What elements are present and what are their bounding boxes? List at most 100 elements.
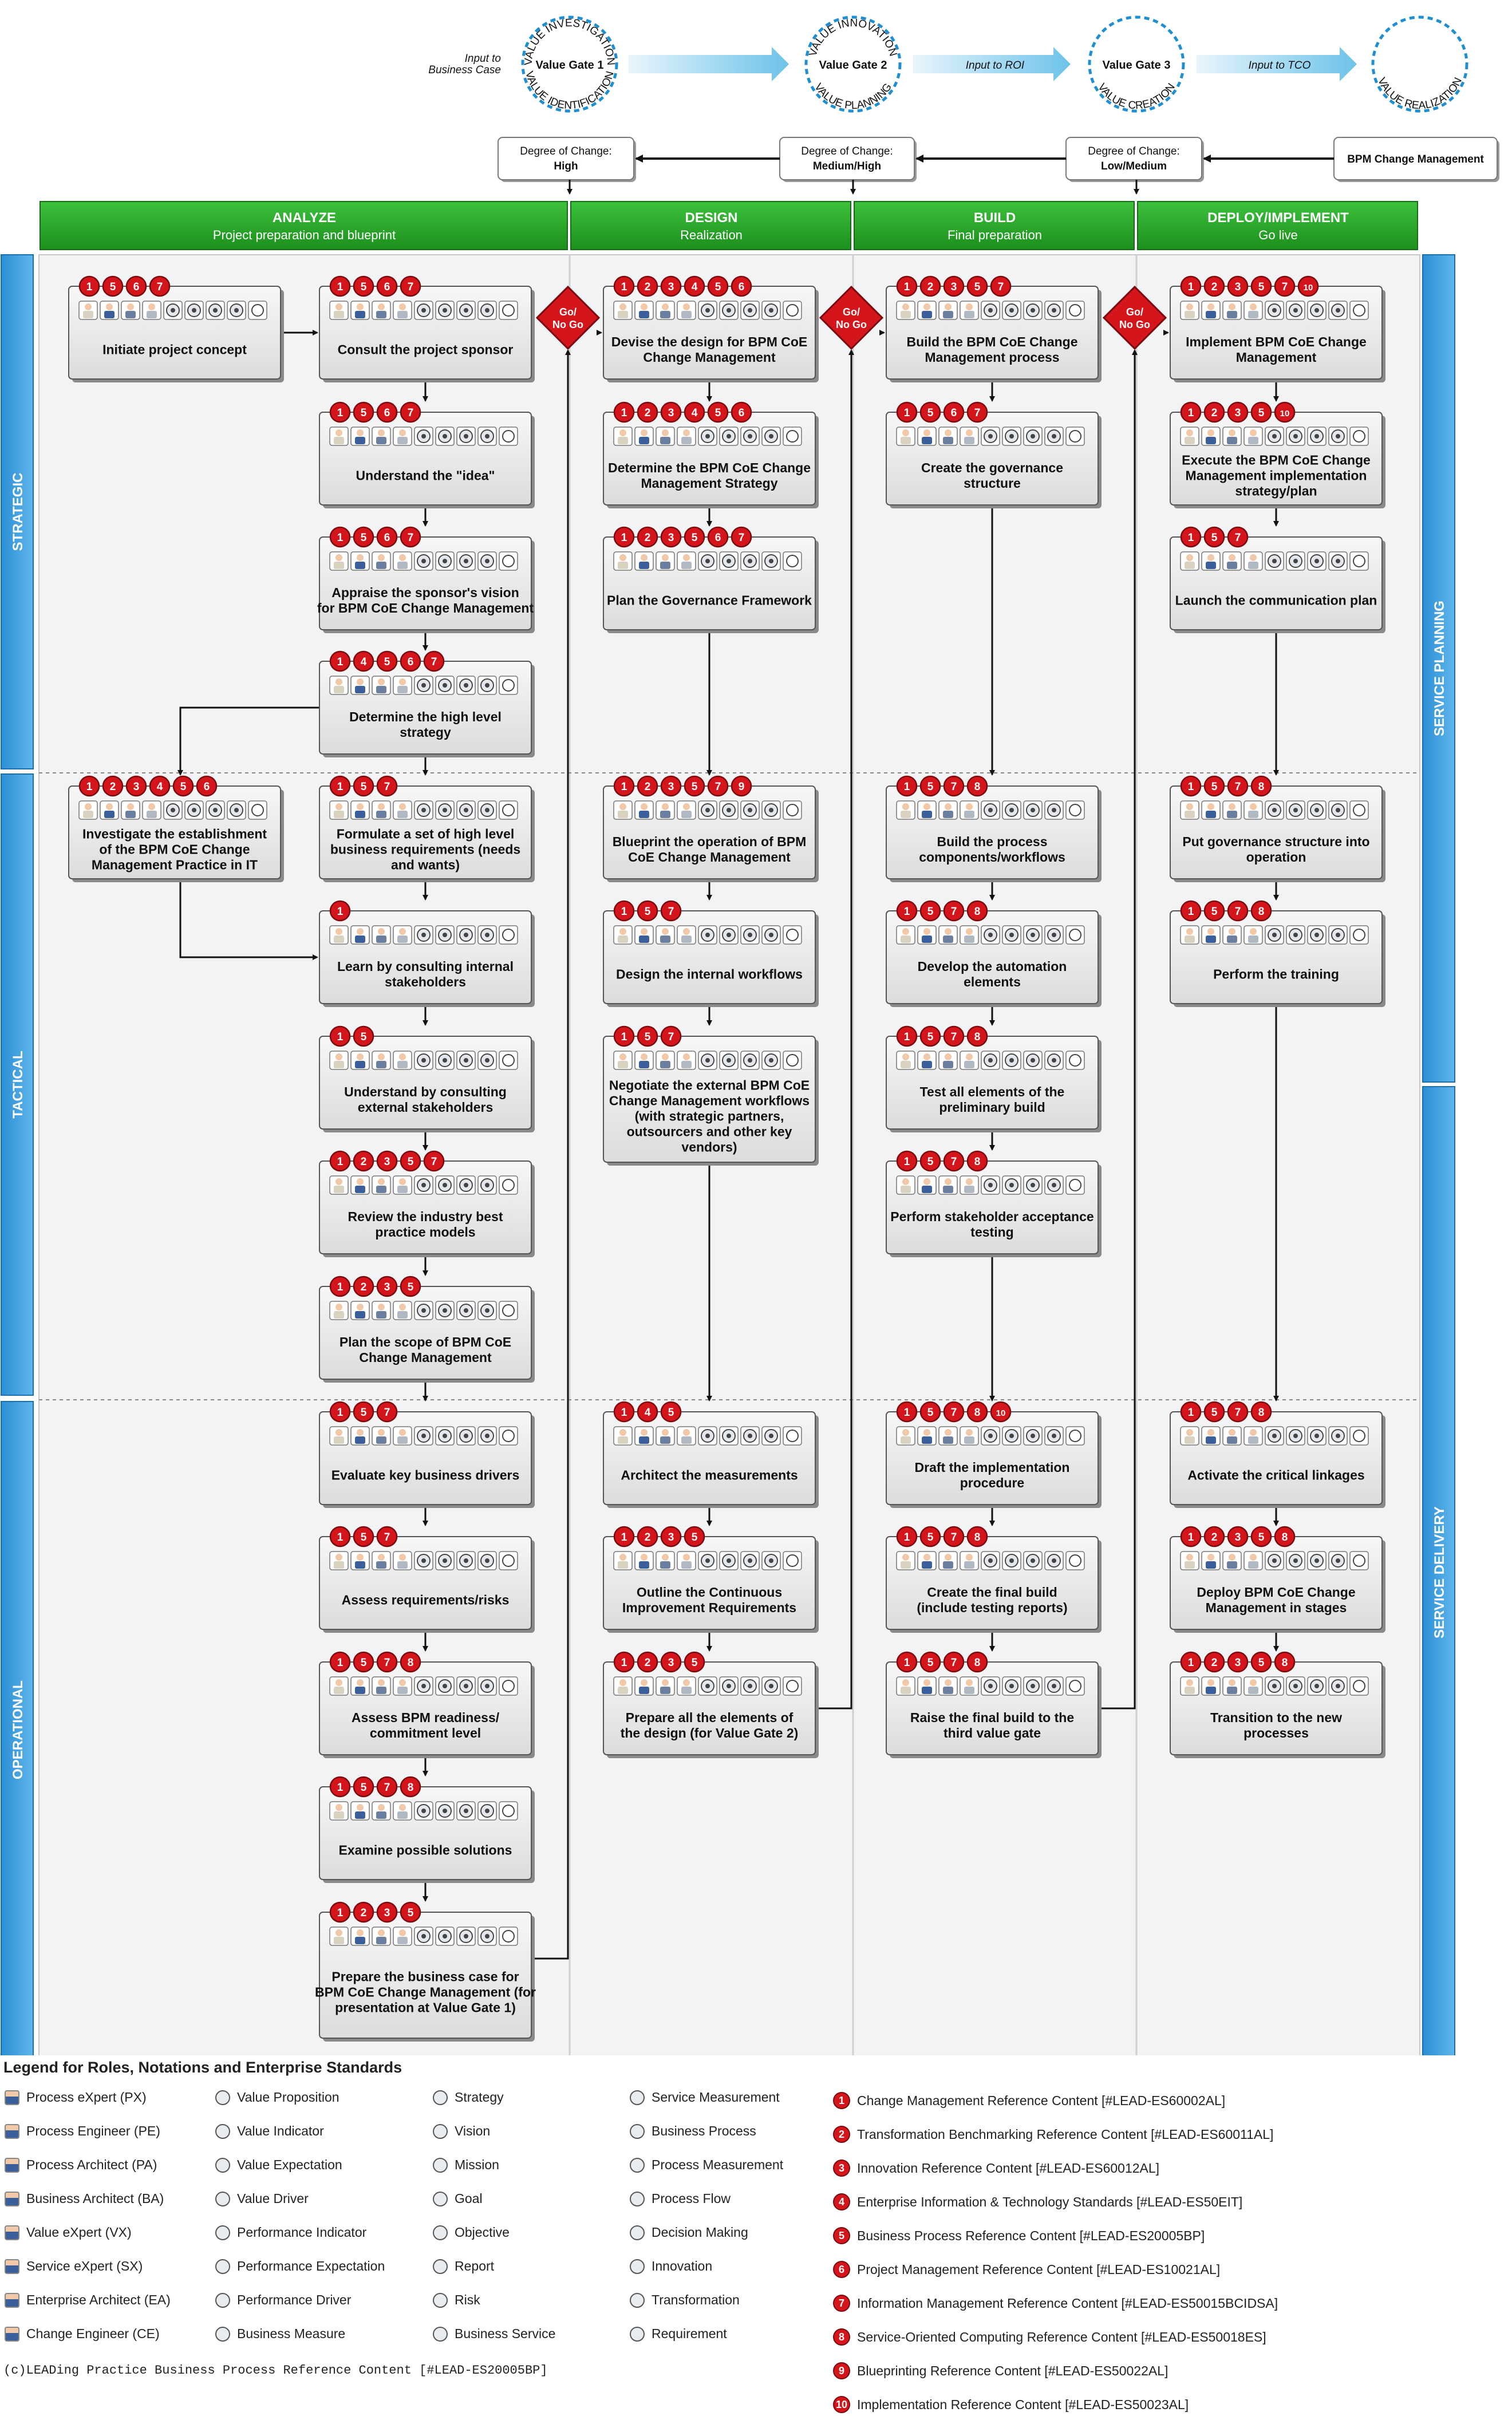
standard-badge [966,275,988,297]
role-person-icon [355,811,365,818]
standard-badge-number: 5 [110,281,116,293]
role-person-icon [399,429,406,436]
notation-gear-icon [421,1058,426,1063]
role-person-icon [334,311,344,318]
role-person-icon [639,1687,649,1694]
standard-badge [896,1651,918,1673]
value-gate-arc-top: VALUE INNOVATION [807,17,899,58]
role-person-icon [376,437,386,444]
notation-gear-icon [988,434,993,439]
standard-badge-number: 1 [621,281,627,293]
standard-badge [329,650,351,672]
legend-label: Requirement [652,2326,727,2341]
role-person-icon [376,1061,386,1068]
notation-icon-slot [499,1426,518,1446]
standard-badge-number: 1 [621,1531,627,1543]
role-person-icon [397,811,408,818]
standard-badge-number: 8 [974,1407,981,1419]
notation-icon-slot [1065,427,1085,446]
role-person-icon [966,928,973,935]
standard-badge [329,775,351,797]
task-label: Create the final build [927,1585,1057,1600]
standard-badge-number: 1 [337,407,344,419]
notation-gear-icon [1336,308,1340,313]
notation-icon [502,804,515,816]
notation-gear-icon [234,808,239,812]
standard-badge [376,1526,398,1547]
notation-icon [1353,555,1365,567]
role-person-icon [619,928,626,935]
task-label: third value gate [943,1726,1041,1740]
role-person-icon [5,2326,19,2342]
notation-gear-icon [464,434,468,439]
role-person-icon [902,1679,909,1686]
standard-badge-number: 7 [998,281,1004,293]
standard-badge-number: 5 [927,407,934,419]
standard-badge [660,1651,682,1673]
role-person-icon [355,935,365,943]
standard-badge [637,775,658,797]
standard-badge-icon: 10 [833,2396,850,2413]
role-person-icon [1250,429,1257,436]
standard-badge [1203,775,1225,797]
standard-badge-number: 7 [715,781,721,793]
standard-badge [919,401,941,423]
notation-gear-icon [748,434,752,439]
notation-icon [1353,929,1365,941]
standard-badge-number: 8 [1258,906,1265,918]
role-person-icon [660,935,670,943]
standard-badge [329,1776,351,1798]
role-person-icon [376,562,386,569]
role-person-icon [357,1178,364,1185]
role-person-icon [923,1429,930,1436]
legend-label: Process Flow [652,2191,731,2206]
notation-icon-slot [248,800,267,820]
task-box [319,1786,532,1880]
standard-badge-number: 6 [739,281,745,293]
role-person-icon [335,1929,342,1936]
role-person-icon [901,311,911,318]
notation-gear-icon [421,1183,426,1187]
role-person-icon [125,811,136,818]
standard-badge-number: 5 [927,781,934,793]
standard-badge-number: 1 [904,1031,910,1043]
standard-badge-number: 5 [927,1531,934,1543]
standard-badge-number: 7 [951,1156,957,1168]
standard-badge [400,650,421,672]
role-person-icon [681,437,692,444]
task-label: operation [1246,850,1306,864]
role-person-icon [378,554,385,561]
role-person-icon [966,1429,973,1436]
role-person-icon [1206,1687,1216,1694]
standard-badge [637,1526,658,1547]
task-box [603,785,816,879]
role-person-icon [85,803,92,810]
role-person-icon [902,803,909,810]
standard-badge [1180,275,1202,297]
standard-badge-number: 1 [337,1657,344,1669]
notation-gear-icon [727,933,731,937]
standard-badge-number: 2 [361,1156,367,1168]
role-person-icon [1186,1554,1193,1561]
notation-gear-icon [1336,559,1340,563]
lane-label-bar [1,1401,34,2055]
standard-badge-number: 7 [1235,781,1241,793]
task-label: Plan the scope of BPM CoE [339,1335,511,1349]
standard-badge [896,1025,918,1047]
notation-gear-icon [705,933,710,937]
role-person-icon [399,1053,406,1060]
notation-icon-slot [1349,301,1369,320]
standard-badge [1203,526,1225,548]
role-person-icon [923,1178,930,1185]
standard-badge [684,1526,705,1547]
standard-badge [731,275,752,297]
standard-badge [1203,1401,1225,1423]
phase-subtitle: Realization [680,228,743,242]
